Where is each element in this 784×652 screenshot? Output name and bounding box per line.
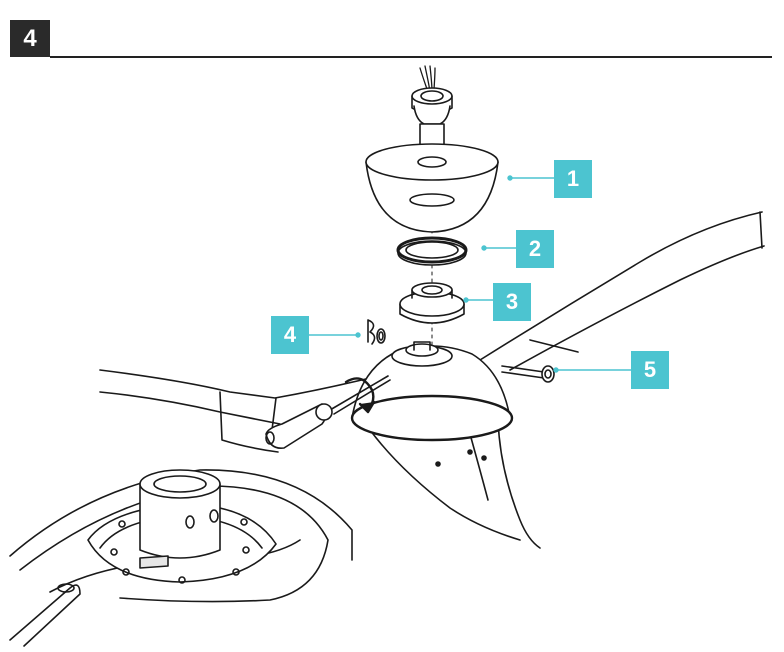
callout-4: 4 [271,316,309,354]
detail-inset [10,470,352,646]
canopy [366,144,498,232]
callout-2: 2 [516,230,554,268]
coupler-part [400,283,464,323]
callout-3: 3 [493,283,531,321]
callout-1: 1 [554,160,592,198]
pin-and-clip [368,320,385,344]
screw-part [502,366,554,382]
motor-hub [352,342,512,466]
callout-5: 5 [631,351,669,389]
ring-part [398,238,466,265]
